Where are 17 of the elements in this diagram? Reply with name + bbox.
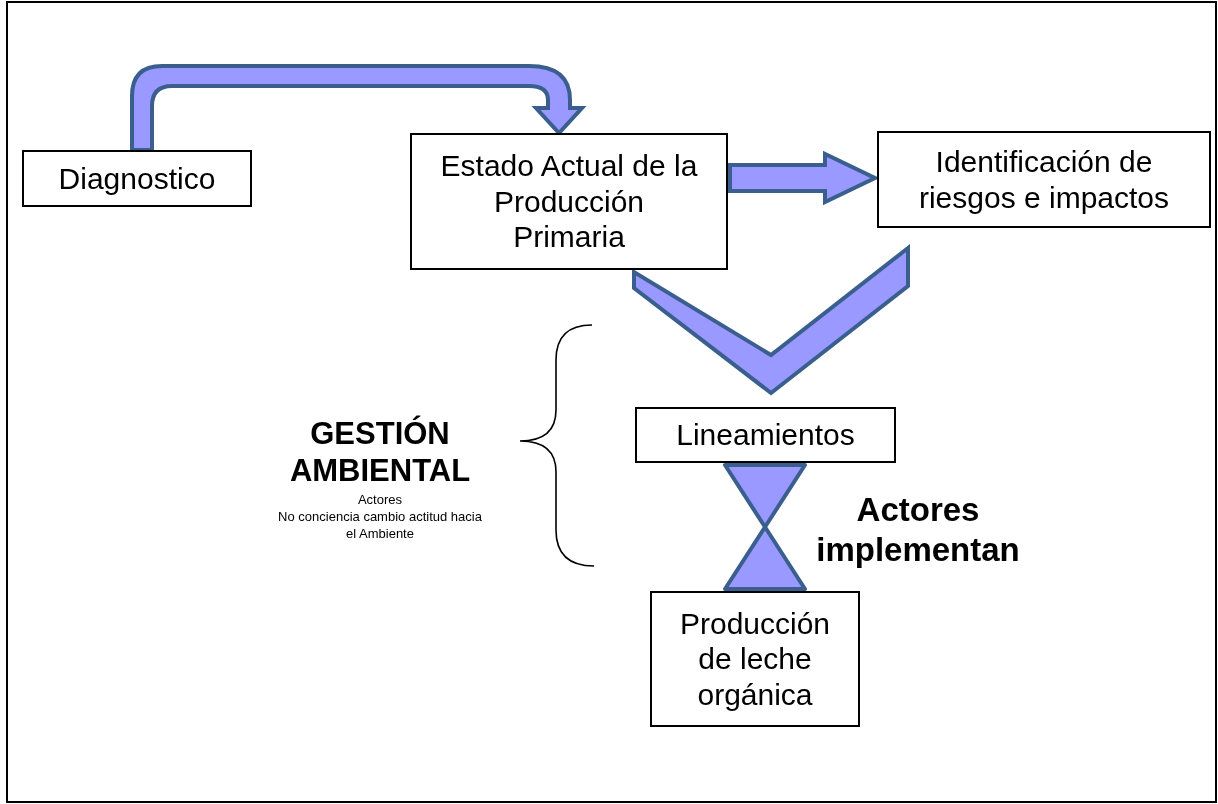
process-box xyxy=(877,131,1211,228)
note-text: Actores xyxy=(356,492,404,509)
process-box xyxy=(635,407,896,463)
box-text: Producción de leche orgánica xyxy=(678,605,832,713)
block-arrow xyxy=(130,64,584,152)
note-text: No conciencia cambio actitud hacia el Ambiente xyxy=(277,509,483,543)
process-box xyxy=(22,150,252,207)
section-heading: GESTIÓN AMBIENTAL xyxy=(288,415,472,490)
process-box xyxy=(410,133,728,270)
process-box xyxy=(650,591,860,727)
box-text: Diagnostico xyxy=(58,160,216,197)
hourglass-connector xyxy=(723,463,807,591)
block-arrow xyxy=(728,150,880,206)
box-text: Lineamientos xyxy=(676,417,855,453)
chevron-arrow xyxy=(632,243,910,396)
box-text: Identificación de riesgos e impactos xyxy=(917,144,1171,215)
box-text: Estado Actual de la Producción Primaria xyxy=(439,148,699,255)
